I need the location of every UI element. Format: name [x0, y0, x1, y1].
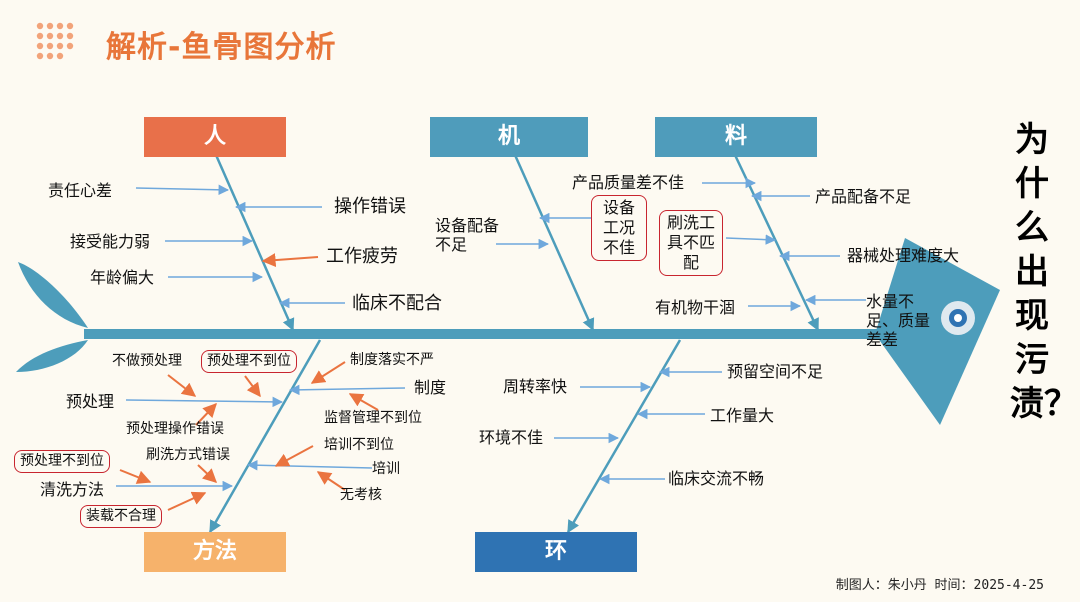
fish-tail-upper [18, 262, 88, 328]
cause-fangfa-7: 预处理操作错误 [126, 421, 224, 437]
fish-spine [84, 329, 904, 339]
cause-ren-3: 接受能力弱 [70, 232, 151, 251]
cause-huan-1: 预留空间不足 [727, 362, 824, 381]
category-fangfa: 方法 [144, 532, 286, 572]
cause-liao-2: 产品配备不足 [815, 187, 912, 206]
cause-liao-1: 产品质量差不佳 [572, 173, 685, 192]
category-ren: 人 [144, 117, 286, 157]
cause-fangfa-2: 预处理不到位 [201, 350, 297, 373]
cause-ren-6: 临床不配合 [352, 293, 442, 314]
cause-fangfa-11: 培训 [372, 461, 400, 477]
cause-fangfa-6: 监督管理不到位 [324, 410, 422, 426]
bone-ji [513, 154, 595, 332]
cause-fangfa-10: 刷洗方式错误 [146, 447, 230, 463]
cause-fangfa-14: 装载不合理 [80, 505, 162, 528]
cause-huan-3: 工作量大 [710, 406, 775, 425]
cause-huan-2: 周转率快 [503, 377, 568, 396]
cause-ren-1: 责任心差 [48, 181, 113, 200]
bone-liao [733, 154, 820, 332]
category-liao: 料 [655, 117, 817, 157]
cause-fangfa-9: 预处理不到位 [14, 450, 110, 473]
cause-fangfa-5: 预处理 [66, 392, 115, 411]
category-huan: 环 [475, 532, 637, 572]
fish-tail-lower [16, 340, 88, 372]
category-ji: 机 [430, 117, 588, 157]
bone-fangfa [208, 339, 322, 534]
cause-liao-6: 水量不足、质量差差 [866, 292, 931, 350]
cause-fangfa-8: 培训不到位 [324, 437, 394, 453]
cause-ren-2: 操作错误 [334, 196, 406, 217]
problem-question: 为什么出现污渍？ [1010, 120, 1078, 424]
cause-liao-4: 器械处理难度大 [847, 246, 960, 265]
footer-credit: 制图人：朱小丹 时间：2025-4-25 [835, 578, 1044, 593]
cause-fangfa-13: 无考核 [340, 487, 382, 503]
bone-huan [566, 339, 682, 534]
fish-head [875, 238, 1000, 425]
cause-fangfa-3: 制度落实不严 [350, 352, 434, 368]
cause-liao-3: 刷洗工具不匹配 [659, 210, 723, 276]
cause-liao-5: 有机物干涸 [655, 298, 736, 317]
cause-ji-1: 设备配备不足 [435, 216, 500, 255]
logo-dots-icon [36, 22, 74, 60]
cause-fangfa-4: 制度 [414, 378, 447, 397]
cause-fangfa-1: 不做预处理 [112, 353, 182, 369]
page-title: 解析-鱼骨图分析 [106, 30, 337, 65]
cause-huan-5: 临床交流不畅 [668, 469, 765, 488]
cause-ren-5: 年龄偏大 [90, 268, 155, 287]
cause-ren-4: 工作疲劳 [326, 246, 398, 267]
cause-huan-4: 环境不佳 [479, 428, 544, 447]
cause-ji-2: 设备工况不佳 [591, 195, 647, 261]
cause-fangfa-12: 清洗方法 [40, 480, 105, 499]
